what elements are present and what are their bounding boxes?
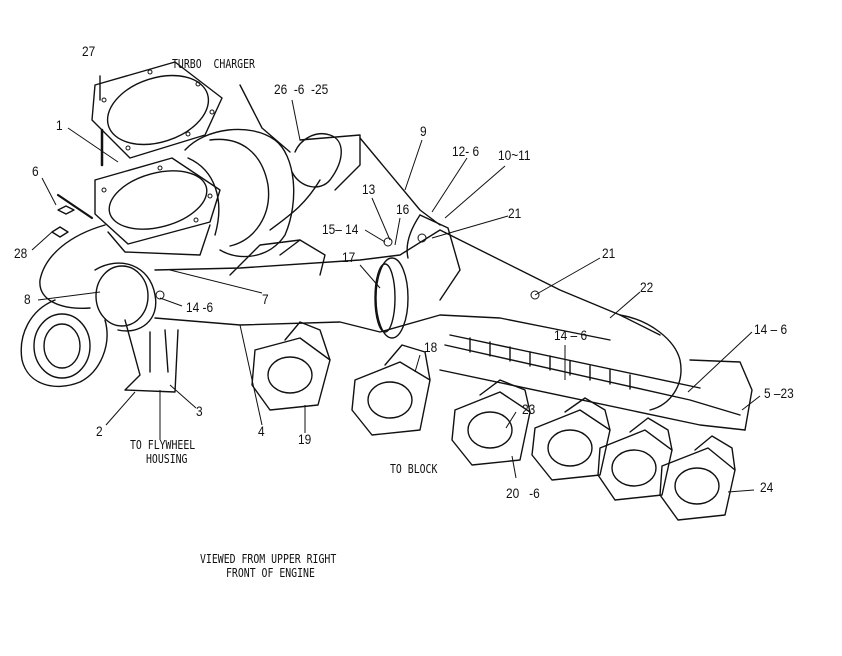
callout-23: 23: [522, 401, 536, 417]
callout-4: 4: [258, 423, 265, 439]
leader-lines: [31, 99, 761, 493]
callout-1: 1: [56, 117, 63, 133]
turbo-charger: [184, 84, 441, 258]
callout-7: 7: [262, 291, 269, 307]
callout-21-b: 21: [602, 245, 616, 261]
bolts-nuts: [51, 193, 540, 300]
exhaust-manifold: [154, 214, 753, 431]
callout-6: 6: [32, 163, 39, 179]
note-view-line2: FRONT OF ENGINE: [226, 566, 315, 580]
callout-2: 2: [96, 423, 103, 439]
callout-14-6-a: 14 -6: [186, 299, 214, 315]
callout-17: 17: [342, 249, 356, 265]
callout-24: 24: [760, 479, 774, 495]
callout-16: 16: [396, 201, 410, 217]
callout-15-14: 15– 14: [322, 221, 359, 237]
note-flywheel-line1: TO FLYWHEEL: [130, 438, 196, 452]
callout-14-6-c: 14 – 6: [754, 321, 788, 337]
callout-5-23: 5 –23: [764, 385, 794, 401]
port-flanges: [251, 321, 736, 521]
callout-20-6: 20 -6: [506, 485, 540, 501]
callout-3: 3: [196, 403, 203, 419]
callout-10-11: 10~11: [498, 147, 531, 163]
turbine-housing: [20, 224, 211, 393]
flange-1: [94, 157, 221, 245]
note-flywheel-line2: HOUSING: [146, 452, 188, 466]
callout-13: 13: [362, 181, 376, 197]
callout-21-a: 21: [508, 205, 522, 221]
gasket-27: [91, 61, 223, 159]
note-turbo-charger: TURBO CHARGER: [172, 57, 255, 71]
note-to-block: TO BLOCK: [390, 462, 438, 476]
callout-26-6-25: 26 -6 -25: [274, 81, 329, 97]
callout-22: 22: [640, 279, 654, 295]
callout-27: 27: [82, 43, 96, 59]
studs: [99, 75, 104, 167]
callout-9: 9: [420, 123, 427, 139]
callout-12-6: 12- 6: [452, 143, 480, 159]
callout-28: 28: [14, 245, 28, 261]
callout-8: 8: [24, 291, 31, 307]
note-view-line1: VIEWED FROM UPPER RIGHT: [200, 552, 337, 566]
callout-18: 18: [424, 339, 438, 355]
callout-14-6-b: 14 – 6: [554, 327, 588, 343]
callout-19: 19: [298, 431, 312, 447]
